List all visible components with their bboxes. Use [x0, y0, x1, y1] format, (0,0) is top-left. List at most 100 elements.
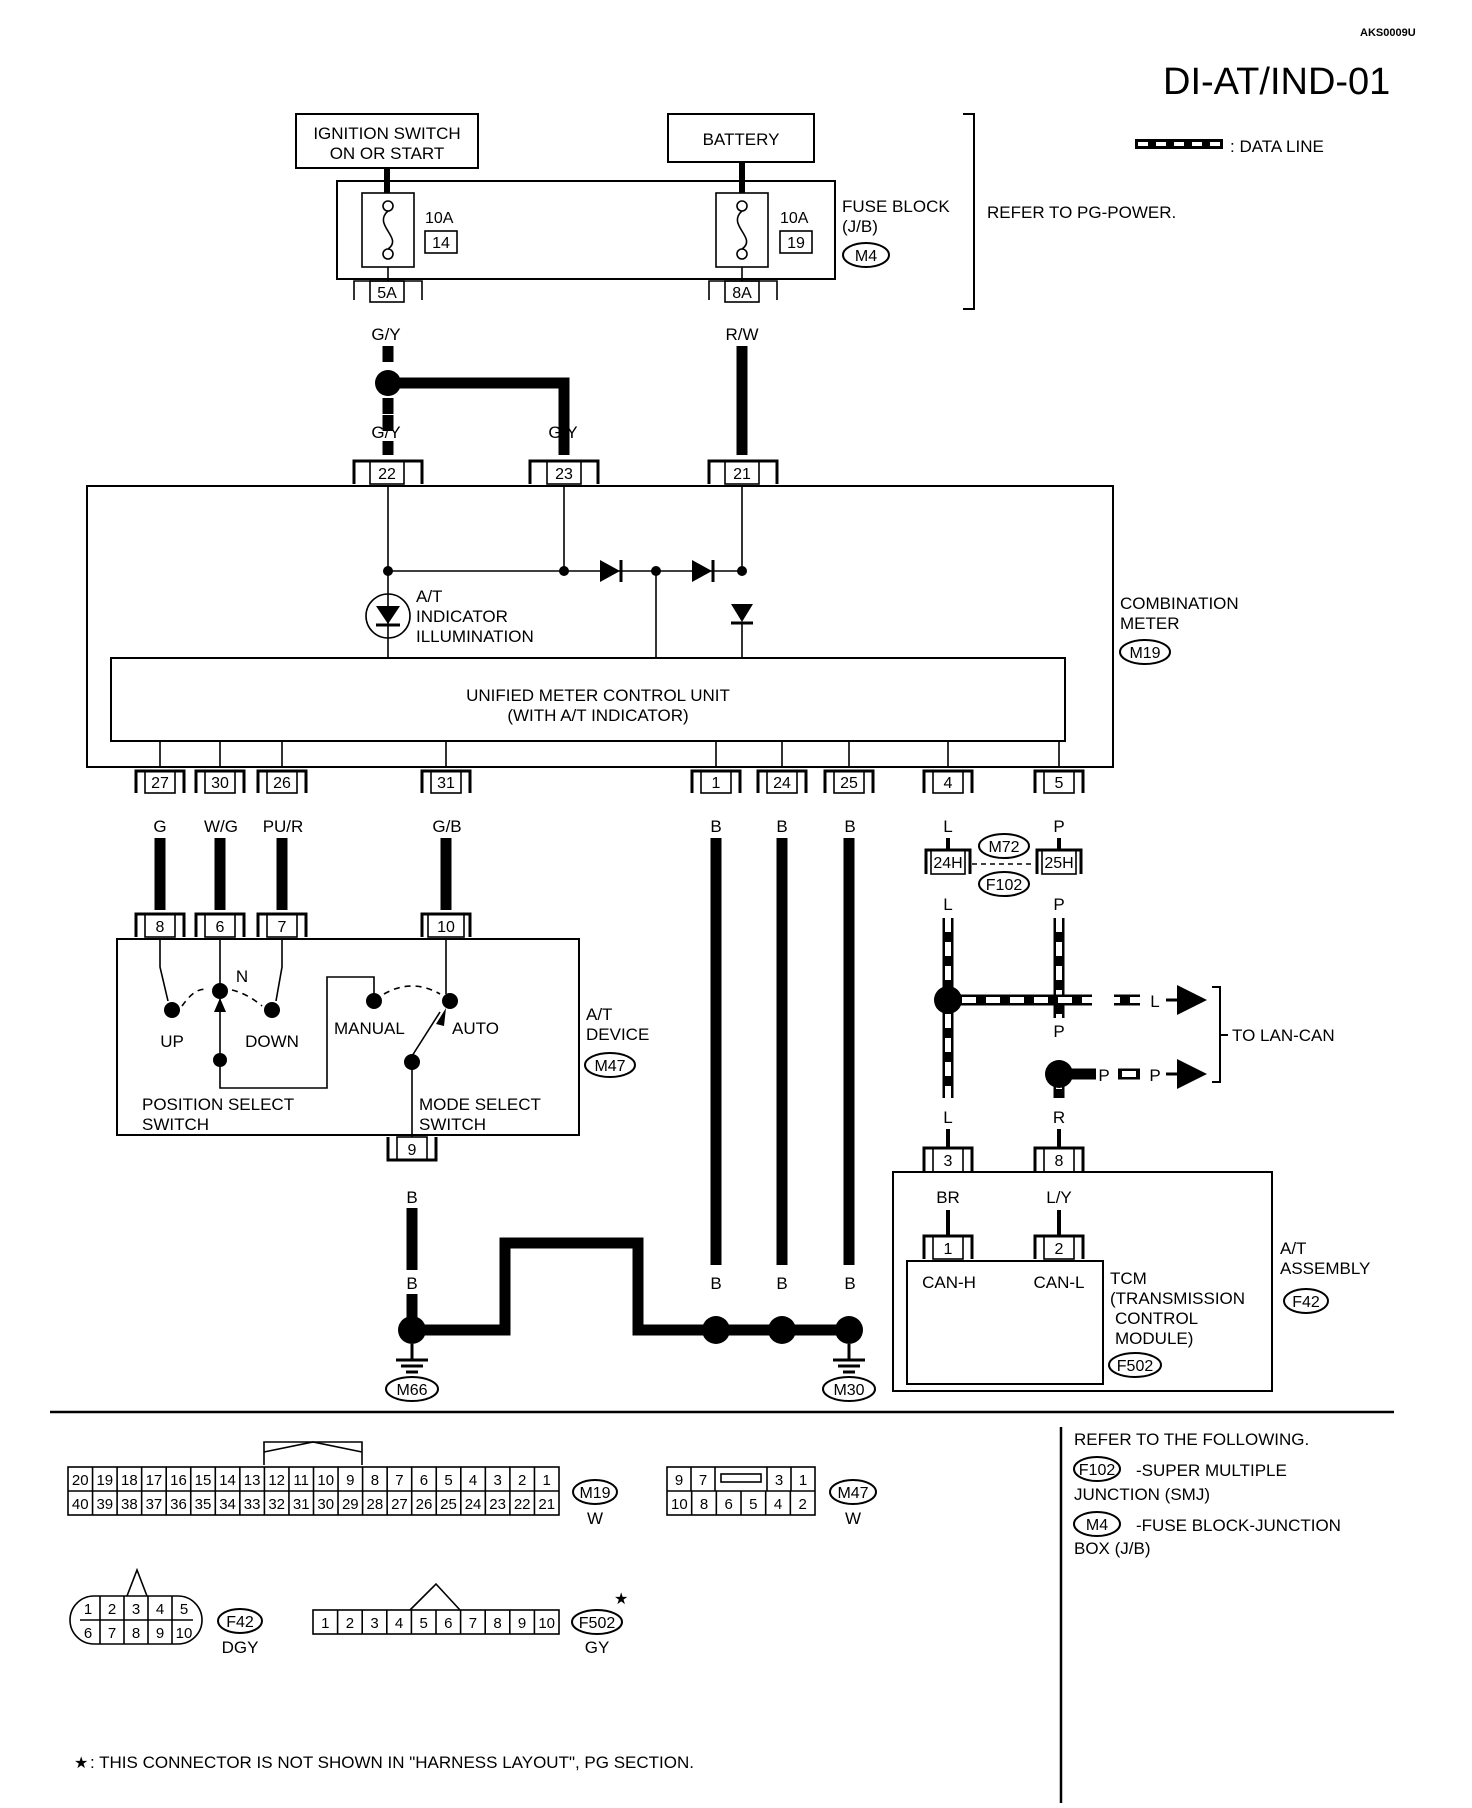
m19-connector-color: W [587, 1509, 603, 1528]
label-down: DOWN [245, 1032, 299, 1051]
at-device-pin-6-label: 6 [216, 919, 225, 936]
wire-p-upper: P [1053, 817, 1064, 836]
can-data-lines [934, 918, 1207, 1098]
m19-cell-32: 32 [268, 1496, 285, 1513]
m19-cell-36: 36 [170, 1496, 187, 1513]
m19-cell-15: 15 [195, 1472, 212, 1489]
meter-pin-5-label: 5 [1055, 775, 1064, 792]
wire-b-ground-4b: B [710, 1274, 721, 1293]
f42-cell-6: 6 [84, 1625, 92, 1642]
f502-cell-3: 3 [370, 1615, 378, 1632]
m19-cell-27: 27 [391, 1496, 408, 1513]
at-device-label-1: A/T [586, 1005, 612, 1024]
label-auto: AUTO [452, 1019, 499, 1038]
ignition-switch-label-2: ON OR START [330, 144, 445, 163]
wire-gy-23: G/Y [548, 423, 577, 442]
wire-b-ground-5b: B [776, 1274, 787, 1293]
mode-switch-label-2: SWITCH [419, 1115, 486, 1134]
at-assembly-pin-8: 8 [1033, 1146, 1085, 1173]
meter-pin-21-label: 21 [733, 466, 751, 483]
f42-cell-5: 5 [180, 1601, 188, 1618]
wire-l-upper: L [943, 817, 952, 836]
refer-item1-line1: -SUPER MULTIPLE [1136, 1461, 1287, 1480]
tcm-connector: F502 [1117, 1358, 1154, 1375]
at-device-pin-10: 10 [420, 912, 472, 938]
combination-meter-label-1: COMBINATION [1120, 594, 1239, 613]
refer-item1-line2: JUNCTION (SMJ) [1074, 1485, 1210, 1504]
at-assembly: BR L/Y 1 2 CAN-H CAN-L TCM (TRANSMISSION… [892, 1171, 1273, 1392]
f42-cell-9: 9 [156, 1625, 164, 1642]
m19-cell-39: 39 [96, 1496, 113, 1513]
m19-cell-22: 22 [514, 1496, 531, 1513]
m19-cell-18: 18 [121, 1472, 138, 1489]
wire-p-branch: P [1053, 1022, 1064, 1041]
wire-b-24: B [776, 817, 787, 836]
diagram-title: DI-AT/IND-01 [1163, 61, 1390, 103]
label-up: UP [160, 1032, 184, 1051]
f502-connector-id: F502 [579, 1615, 616, 1632]
wire-gy-22: G/Y [371, 423, 400, 442]
wire-gy-top: G/Y [371, 325, 400, 344]
at-assembly-label-1: A/T [1280, 1239, 1306, 1258]
position-switch-label-1: POSITION SELECT [142, 1095, 294, 1114]
at-device-pin-8-label: 8 [156, 919, 165, 936]
meter-pin-23: 23 [528, 459, 600, 485]
at-assembly-label-2: ASSEMBLY [1280, 1259, 1370, 1278]
f42-cell-8: 8 [132, 1625, 140, 1642]
wire-wg: W/G [204, 817, 238, 836]
m47-cell-8: 8 [700, 1496, 708, 1513]
fuse-block-label-2: (J/B) [842, 217, 878, 236]
fuse-1-number: 14 [432, 235, 450, 252]
at-device-pin-7: 7 [256, 912, 308, 938]
to-lan-can-label: TO LAN-CAN [1232, 1026, 1335, 1045]
f42-connector-color: DGY [222, 1638, 259, 1657]
m19-cell-2: 2 [518, 1472, 526, 1489]
indicator-label-2: INDICATOR [416, 607, 508, 626]
fuse-2-amp: 10A [780, 210, 809, 227]
tcm-label-4: MODULE) [1115, 1329, 1193, 1348]
f502-cell-10: 10 [538, 1615, 555, 1632]
meter-pin-1-label: 1 [712, 775, 721, 792]
meter-pin-25: 25 [823, 769, 875, 794]
m19-cell-14: 14 [219, 1472, 236, 1489]
can-h-label: CAN-H [922, 1273, 976, 1292]
wire-g: G [153, 817, 166, 836]
footnote-text: : THIS CONNECTOR IS NOT SHOWN IN "HARNES… [90, 1753, 694, 1772]
label-manual: MANUAL [334, 1019, 405, 1038]
at-device-pin-8: 8 [134, 912, 186, 938]
meter-pin-4: 4 [922, 769, 974, 794]
meter-pin-27-label: 27 [151, 775, 169, 792]
meter-pin-25-label: 25 [840, 775, 858, 792]
wire-b-ground-2: B [499, 1274, 510, 1293]
smj-connector-m72: M72 [988, 839, 1019, 856]
m19-cell-35: 35 [195, 1496, 212, 1513]
wire-p-mid: P [1053, 895, 1064, 914]
ground-m30: M30 [833, 1382, 864, 1399]
f42-cell-3: 3 [132, 1601, 140, 1618]
at-device-connector: M47 [594, 1058, 625, 1075]
m19-connector-id: M19 [579, 1485, 610, 1502]
ignition-switch-box: IGNITION SWITCH ON OR START [295, 113, 479, 169]
at-device-pin-7-label: 7 [278, 919, 287, 936]
m19-cell-26: 26 [416, 1496, 433, 1513]
m19-cell-24: 24 [465, 1496, 482, 1513]
footnote-star: ★ [74, 1755, 88, 1772]
f42-cell-10: 10 [176, 1625, 193, 1642]
f502-cell-8: 8 [493, 1615, 501, 1632]
at-assembly-pin-3: 3 [922, 1146, 974, 1173]
fuse-2-number: 19 [787, 235, 805, 252]
m19-cell-31: 31 [293, 1496, 310, 1513]
lan-can-p-label-2: P [1149, 1066, 1160, 1085]
m19-cell-28: 28 [367, 1496, 384, 1513]
wire-gb: G/B [432, 817, 461, 836]
f502-star: ★ [614, 1591, 628, 1608]
m19-cell-4: 4 [469, 1472, 477, 1489]
m19-cell-3: 3 [493, 1472, 501, 1489]
at-device: N UP DOWN MANUAL AUTO POSITION SELECT SW… [116, 938, 649, 1137]
data-line-legend-label: : DATA LINE [1230, 137, 1324, 156]
